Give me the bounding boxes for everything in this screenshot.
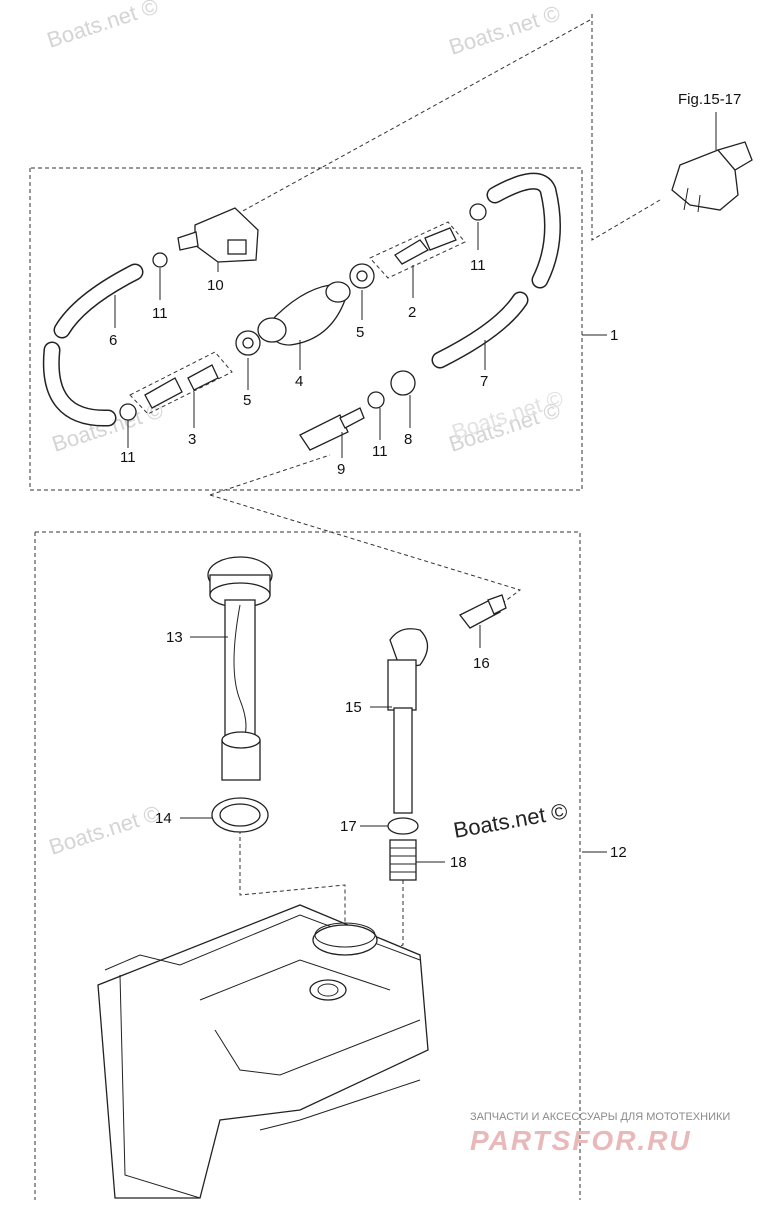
callouts: Fig.15-17 1 2 3 4 5 5 6 7 8 9 10 11 11 1… — [109, 91, 741, 871]
callout-5: 5 — [356, 324, 364, 341]
watermark-text: Boats.net © — [446, 0, 563, 59]
callout-11: 11 — [470, 257, 486, 274]
callout-7: 7 — [480, 373, 488, 390]
callout-3: 3 — [188, 431, 196, 448]
fuel-gauge — [207, 556, 273, 781]
brand-tagline: ЗАПЧАСТИ И АКСЕССУАРЫ ДЛЯ МОТОТЕХНИКИ — [470, 1111, 730, 1123]
assembly-1-boundary — [29, 167, 583, 491]
fuel-connector-part — [177, 207, 259, 263]
check-valve-2 — [369, 221, 466, 279]
callout-11: 11 — [120, 449, 136, 466]
callout-13: 13 — [166, 629, 183, 646]
connector-to-fig-ref — [591, 14, 661, 241]
fitting-16 — [459, 594, 507, 629]
callout-1: 1 — [610, 327, 618, 344]
callout-11: 11 — [372, 443, 388, 460]
fuel-tank — [97, 904, 429, 1199]
pickup-filter — [389, 839, 417, 881]
callout-5: 5 — [243, 392, 251, 409]
check-valve-3 — [129, 351, 233, 415]
callout-12: 12 — [610, 844, 627, 861]
callout-15: 15 — [345, 699, 362, 716]
connector-16 — [209, 494, 522, 606]
figure-reference[interactable]: Fig.15-17 — [678, 91, 741, 108]
callout-2: 2 — [408, 304, 416, 321]
callout-10: 10 — [207, 277, 224, 294]
callout-6: 6 — [109, 332, 117, 349]
primer-bulb — [257, 281, 351, 346]
callout-16: 16 — [473, 655, 490, 672]
washers — [119, 203, 487, 421]
callout-14: 14 — [155, 810, 172, 827]
callout-9: 9 — [337, 461, 345, 478]
pickup-oring — [387, 817, 419, 835]
fuel-pickup — [387, 628, 429, 814]
brand-logo[interactable]: PARTSFOR.RU — [470, 1125, 692, 1156]
callout-17: 17 — [340, 818, 357, 835]
assembly-12-boundary — [34, 531, 581, 1200]
gauge-oring — [211, 797, 269, 833]
hose-7 — [431, 291, 529, 369]
connector-9 — [209, 454, 331, 496]
watermark-main: Boats.net © — [452, 798, 570, 843]
engine-connector-part — [671, 112, 753, 213]
hose-6 — [42, 263, 144, 427]
callout-8: 8 — [404, 431, 412, 448]
fitting-9 — [299, 407, 365, 451]
connector-18-tank — [344, 880, 404, 961]
leader-lines — [114, 222, 607, 863]
callout-18: 18 — [450, 854, 467, 871]
hose-upper-right — [486, 172, 561, 289]
callout-4: 4 — [295, 373, 303, 390]
watermark-text: Boats.net © — [46, 800, 163, 859]
callout-11: 11 — [152, 305, 168, 322]
watermark-text: Boats.net © — [44, 0, 161, 53]
connector-10 — [189, 19, 591, 241]
